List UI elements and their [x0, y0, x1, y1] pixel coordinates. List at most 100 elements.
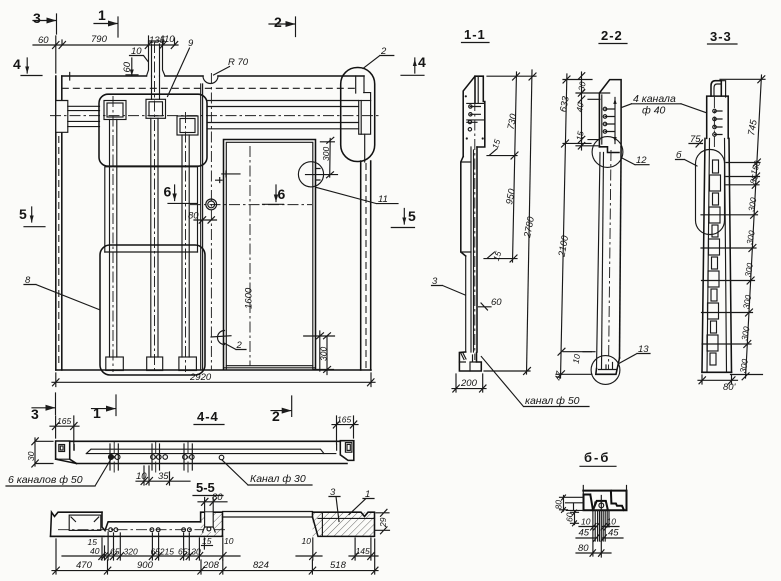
svg-text:40: 40 — [90, 546, 100, 556]
svg-text:4: 4 — [13, 56, 21, 72]
svg-text:75: 75 — [690, 134, 701, 145]
svg-text:130: 130 — [187, 547, 201, 557]
svg-text:3: 3 — [31, 406, 39, 422]
svg-text:60: 60 — [122, 61, 133, 72]
svg-text:1: 1 — [98, 7, 106, 23]
svg-text:165: 165 — [337, 415, 351, 425]
svg-text:320: 320 — [124, 547, 138, 557]
svg-text:2: 2 — [380, 46, 387, 57]
svg-text:2920: 2920 — [189, 372, 212, 383]
svg-text:12: 12 — [636, 155, 647, 166]
svg-text:165: 165 — [57, 416, 71, 426]
svg-text:11: 11 — [378, 194, 388, 205]
svg-text:40: 40 — [574, 102, 586, 113]
svg-text:10: 10 — [224, 536, 234, 546]
svg-text:80: 80 — [188, 211, 199, 222]
svg-text:2: 2 — [236, 340, 243, 351]
svg-text:9: 9 — [188, 38, 194, 49]
svg-text:б-б: б-б — [584, 450, 610, 465]
svg-text:300: 300 — [746, 196, 758, 212]
svg-text:80: 80 — [554, 500, 564, 510]
svg-text:8: 8 — [25, 275, 31, 286]
svg-text:745: 745 — [746, 118, 760, 136]
svg-text:1600: 1600 — [244, 287, 255, 309]
svg-text:135: 135 — [149, 35, 166, 46]
svg-text:15: 15 — [88, 537, 98, 547]
svg-text:65: 65 — [151, 547, 161, 557]
svg-text:6: 6 — [164, 184, 172, 200]
svg-text:10: 10 — [571, 353, 583, 364]
svg-text:15: 15 — [490, 138, 503, 150]
svg-text:300: 300 — [319, 347, 329, 361]
svg-text:2: 2 — [274, 14, 282, 30]
svg-text:2100: 2100 — [556, 234, 571, 258]
svg-text:3: 3 — [330, 487, 336, 498]
svg-text:4 канала: 4 канала — [633, 93, 676, 105]
svg-text:208: 208 — [202, 560, 220, 571]
svg-text:85: 85 — [748, 173, 761, 185]
svg-text:б: б — [676, 150, 682, 161]
svg-text:3: 3 — [432, 276, 438, 287]
svg-text:900: 900 — [137, 560, 154, 571]
svg-text:950: 950 — [504, 187, 518, 205]
svg-text:3-3: 3-3 — [710, 29, 732, 44]
svg-text:1: 1 — [365, 489, 370, 500]
svg-text:80: 80 — [578, 543, 589, 554]
svg-text:10: 10 — [136, 471, 147, 482]
svg-text:60: 60 — [491, 297, 502, 308]
svg-text:215: 215 — [159, 547, 174, 557]
svg-text:45: 45 — [579, 528, 590, 539]
svg-text:канал ф 50: канал ф 50 — [525, 395, 580, 407]
svg-text:60: 60 — [38, 35, 49, 46]
svg-text:4: 4 — [418, 54, 426, 70]
svg-text:824: 824 — [253, 560, 269, 571]
svg-text:30: 30 — [576, 81, 588, 92]
svg-text:1: 1 — [93, 405, 101, 421]
svg-text:Канал ф 30: Канал ф 30 — [250, 473, 306, 485]
svg-text:10: 10 — [164, 34, 175, 45]
svg-text:10: 10 — [302, 536, 312, 546]
svg-text:5-5: 5-5 — [196, 480, 215, 495]
svg-text:6: 6 — [278, 186, 286, 202]
svg-text:ф 40: ф 40 — [642, 105, 666, 117]
svg-text:10: 10 — [607, 517, 617, 527]
svg-text:15: 15 — [574, 130, 586, 141]
svg-text:1-1: 1-1 — [464, 27, 486, 42]
svg-text:65: 65 — [110, 547, 120, 557]
svg-text:300: 300 — [738, 358, 750, 374]
svg-text:300: 300 — [739, 325, 751, 341]
svg-text:R 70: R 70 — [228, 57, 249, 68]
svg-text:15: 15 — [202, 536, 212, 546]
svg-text:5: 5 — [408, 208, 416, 224]
svg-text:65: 65 — [178, 547, 188, 557]
svg-text:35: 35 — [158, 471, 169, 482]
svg-text:300: 300 — [744, 229, 756, 245]
svg-text:300: 300 — [743, 262, 755, 278]
svg-text:633: 633 — [558, 95, 572, 113]
svg-text:3: 3 — [33, 10, 41, 26]
svg-text:300: 300 — [321, 147, 331, 161]
svg-text:2-2: 2-2 — [601, 28, 623, 43]
svg-text:2780: 2780 — [522, 215, 537, 240]
svg-text:790: 790 — [91, 34, 108, 45]
svg-text:29: 29 — [378, 517, 388, 528]
svg-text:47: 47 — [553, 370, 565, 381]
svg-text:5: 5 — [19, 206, 27, 222]
svg-text:80': 80' — [723, 382, 737, 393]
svg-text:45: 45 — [608, 528, 619, 539]
svg-text:10: 10 — [581, 517, 591, 527]
svg-text:30: 30 — [26, 451, 36, 461]
svg-text:470: 470 — [76, 560, 93, 571]
svg-text:13: 13 — [638, 344, 649, 355]
svg-text:80: 80 — [212, 492, 223, 503]
svg-text:300: 300 — [741, 294, 753, 310]
svg-text:60: 60 — [565, 512, 575, 522]
svg-text:4-4: 4-4 — [197, 409, 219, 424]
svg-text:2: 2 — [272, 408, 280, 424]
svg-text:145: 145 — [356, 546, 370, 556]
svg-text:518: 518 — [330, 560, 347, 571]
svg-text:730: 730 — [506, 112, 520, 130]
svg-text:200: 200 — [460, 378, 478, 389]
svg-text:6 каналов ф 50: 6 каналов ф 50 — [8, 474, 83, 486]
svg-text:15: 15 — [491, 250, 504, 262]
